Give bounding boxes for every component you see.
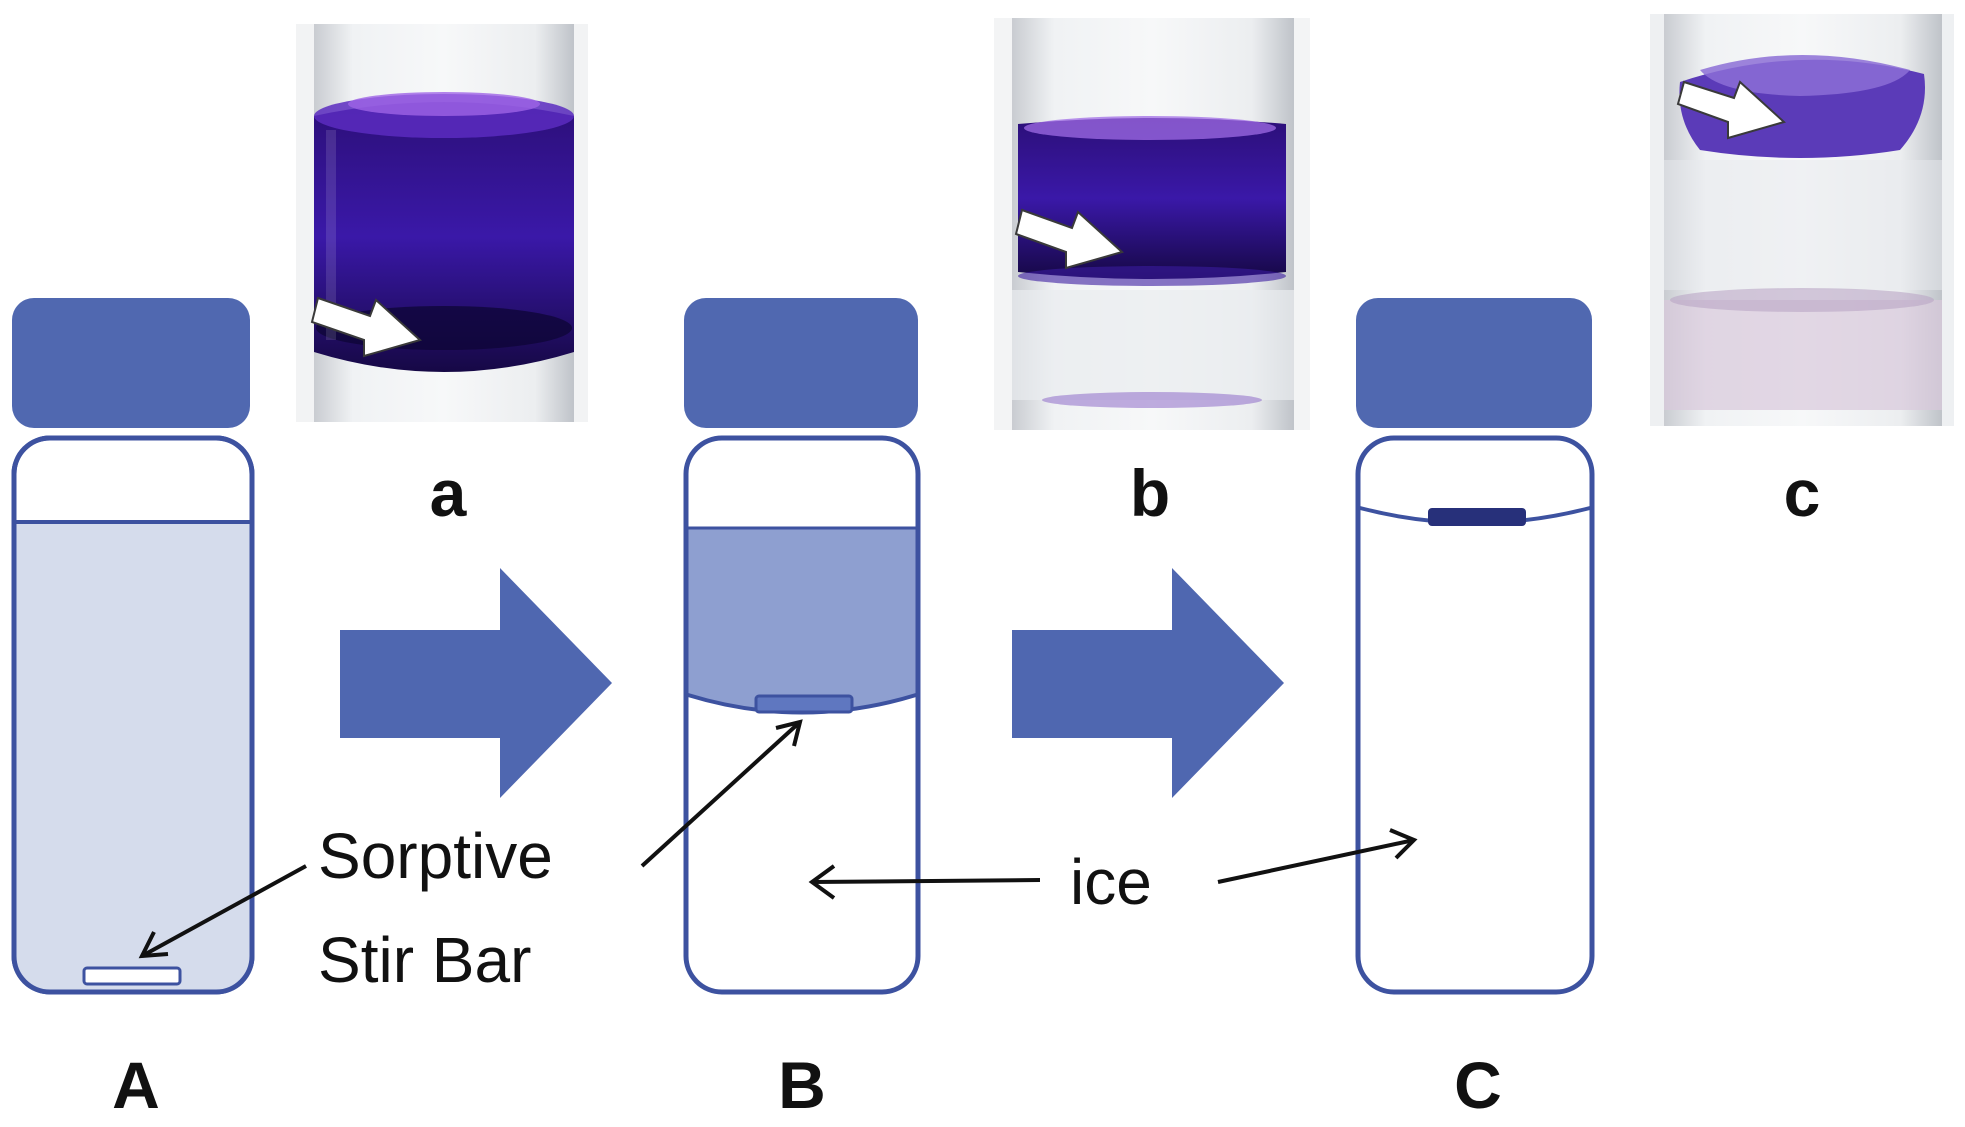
vial-c-body-outline bbox=[1355, 435, 1595, 995]
vial-c-cap bbox=[1356, 298, 1592, 428]
photo-b-pointer-arrow bbox=[1014, 208, 1125, 270]
vial-b-body bbox=[686, 438, 918, 992]
vial-c-body bbox=[1358, 438, 1592, 992]
vial-c bbox=[1355, 298, 1595, 995]
ice-arrow-to-c bbox=[1217, 838, 1415, 884]
photo-b bbox=[994, 18, 1310, 430]
vial-b-body-outline bbox=[683, 435, 921, 995]
photo-a-pointer-arrow bbox=[310, 296, 423, 358]
callout-arrows bbox=[138, 719, 1418, 959]
photo-b-label: b bbox=[1130, 456, 1170, 530]
ice-label: ice bbox=[1070, 846, 1152, 918]
process-arrow-1 bbox=[340, 568, 612, 798]
stir-bar-label: Stir Bar bbox=[318, 924, 531, 996]
stir-bar-b bbox=[754, 694, 854, 714]
vial-c-label: C bbox=[1454, 1048, 1502, 1122]
photo-c bbox=[1650, 14, 1954, 426]
photo-a-label: a bbox=[430, 456, 468, 530]
vial-a bbox=[11, 298, 255, 995]
photo-a bbox=[296, 24, 588, 422]
vial-b-liquid bbox=[686, 528, 918, 713]
photo-c-label: c bbox=[1784, 456, 1821, 530]
vial-a-liquid bbox=[14, 522, 252, 992]
vial-a-label: A bbox=[112, 1048, 160, 1122]
stir-bar-a bbox=[82, 966, 182, 986]
photo-c-pointer-arrow bbox=[1676, 80, 1787, 140]
vial-a-body-outline bbox=[11, 435, 255, 995]
vial-b bbox=[683, 298, 921, 995]
vial-a-cap bbox=[12, 298, 250, 428]
sorptive-label: Sorptive bbox=[318, 820, 553, 892]
sorptive-arrow-to-a bbox=[141, 864, 307, 958]
sorptive-arrow-to-b bbox=[640, 720, 802, 868]
process-arrow-2 bbox=[1012, 568, 1284, 798]
vial-b-cap bbox=[684, 298, 918, 428]
stir-bar-c bbox=[1428, 508, 1526, 526]
ice-arrow-to-b bbox=[811, 878, 1041, 884]
vial-b-label: B bbox=[778, 1048, 826, 1122]
